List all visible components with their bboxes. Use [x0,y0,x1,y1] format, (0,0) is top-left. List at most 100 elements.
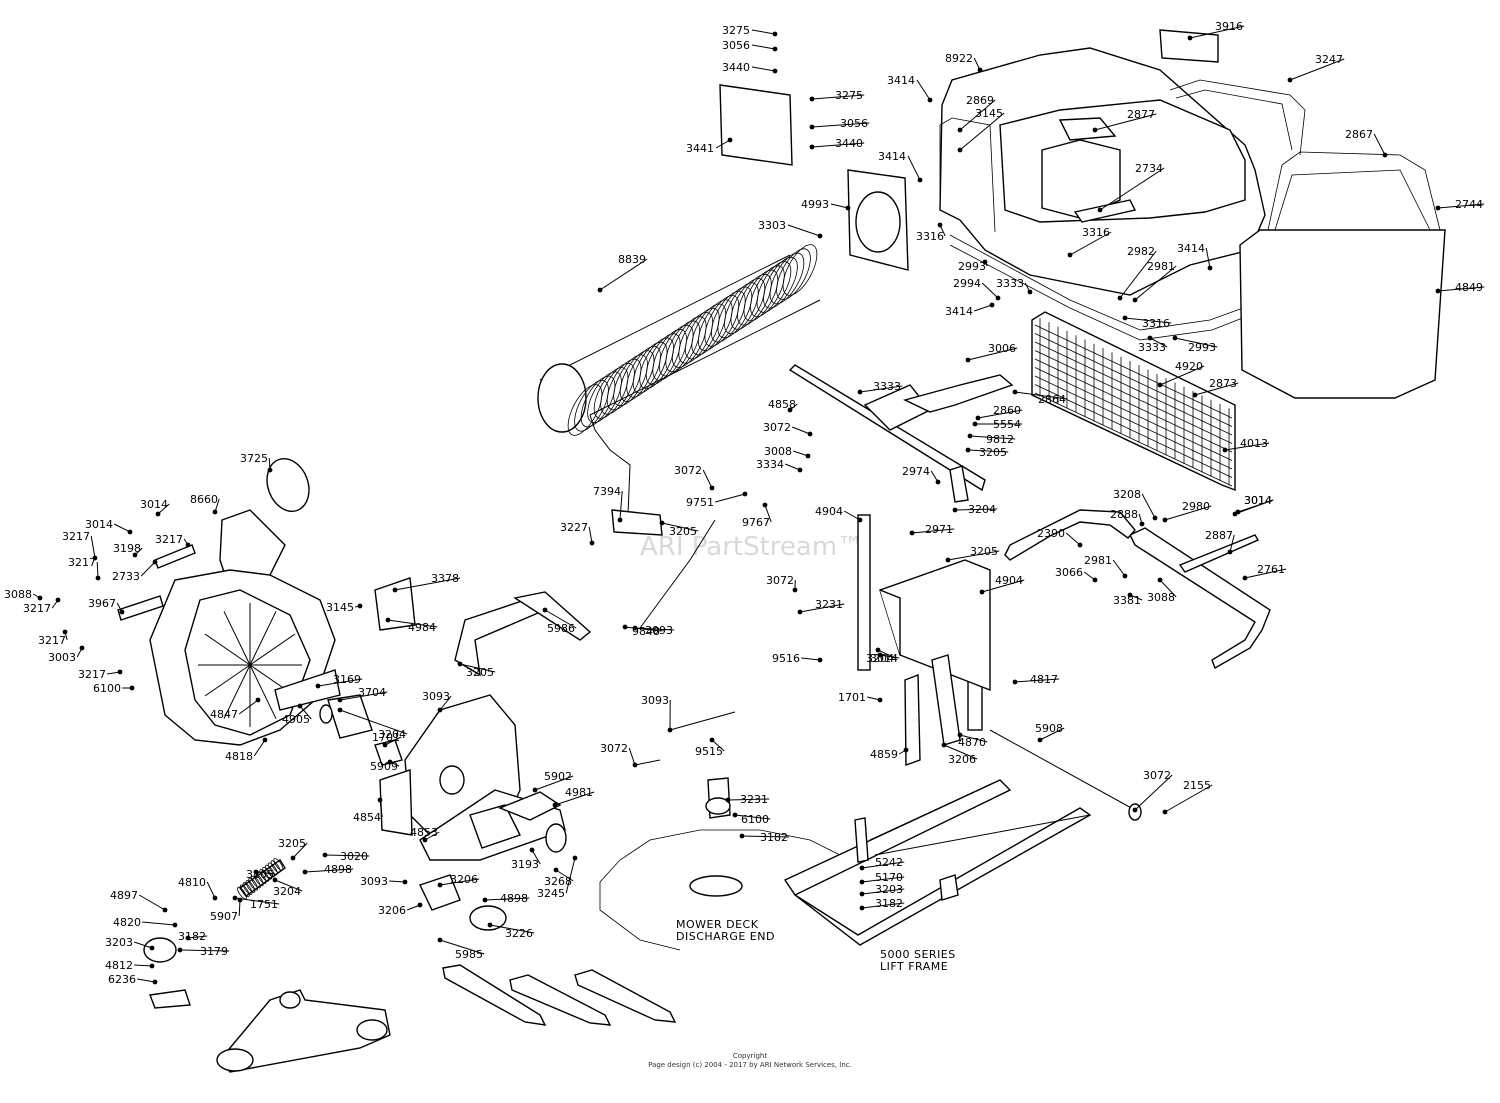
leader-line [179,949,230,952]
fastener-dot [437,937,443,943]
screen-mesh-line [1034,324,1233,419]
fastener-dot [1097,207,1103,213]
fastener-dot [37,595,43,601]
part-label-3275: 3275 [722,24,750,37]
fastener-dot [1122,573,1128,579]
spring-coil [267,862,278,876]
fastener-dot [487,922,493,928]
part-label-2980: 2980 [1182,500,1210,513]
leader-line [1014,678,1060,683]
fastener-dot [875,647,881,653]
leader-line [801,657,821,661]
part-label-4847: 4847 [210,708,238,721]
part-label-4904: 4904 [995,574,1023,587]
screen-mesh-line [1034,333,1233,427]
fastener-dot [927,97,933,103]
leader-line [324,854,370,857]
fastener-dot [272,877,278,883]
frame-posts-4904 [857,514,991,731]
spring-coil [265,864,275,878]
part-label-4993: 4993 [801,198,829,211]
part-label-4981: 4981 [565,786,593,799]
part-label-2982: 2982 [1127,245,1155,258]
part-label-3193: 3193 [511,858,539,871]
fastener-dot [957,127,963,133]
part-label-4812: 4812 [105,959,133,972]
fastener-dot [1227,549,1233,555]
fastener-dot [1077,542,1083,548]
impeller-blade [223,664,251,719]
leader-line [879,654,900,659]
fastener-dot [725,797,731,803]
fastener-dot [977,67,983,73]
leader-line [907,155,921,181]
part-label-3014: 3014 [1244,494,1272,507]
leader-line [1164,784,1213,813]
part-label-2971: 2971 [925,523,953,536]
fastener-dot [622,624,628,630]
fastener-dot [417,902,423,908]
leader-line [534,775,574,791]
leader-line [830,203,849,209]
leader-line [1229,534,1235,553]
fastener-dot [1222,447,1228,453]
fastener-dot [155,511,161,517]
part-label-5170: 5170 [875,871,903,884]
fastener-dot [1092,127,1098,133]
leader-line [624,626,662,632]
leader-line [1244,568,1287,579]
fastener-dot [632,762,638,768]
part-label-3020: 3020 [340,850,368,863]
hopper-adapter-plate-4993 [847,169,909,271]
part-label-2981: 2981 [1147,260,1175,273]
leader-line [861,861,905,869]
part-label-2869: 2869 [966,94,994,107]
screen-mesh-line [1034,341,1233,436]
part-label-4854: 4854 [353,811,381,824]
mower-deck-outline [599,777,841,951]
part-label-3316: 3316 [916,230,944,243]
part-label-3206: 3206 [948,753,976,766]
hose-rib [769,252,805,305]
screen-mesh-line [1034,358,1233,453]
part-label-3303: 3303 [758,219,786,232]
decal-2733 [154,544,196,569]
leader-line [90,535,96,559]
leader-line [96,561,99,579]
fastener-dot [632,625,638,631]
bracket-7394 [611,509,663,536]
fastener-dot [212,509,218,515]
fastener-dot [1172,335,1178,341]
fastener-dot [617,517,623,523]
part-label-6100: 6100 [741,813,769,826]
leader-line [234,897,280,905]
fastener-dot [967,433,973,439]
leader-line [554,791,595,806]
leader-line [134,941,153,949]
fastener-dot [172,922,178,928]
part-label-3203: 3203 [105,936,133,949]
part-label-3967: 3967 [88,597,116,610]
part-label-2390: 2390 [1037,527,1065,540]
leader-line [974,304,993,312]
fastener-dot [149,945,155,951]
part-label-5909: 5909 [370,760,398,773]
leader-line [811,142,865,148]
leader-line [954,508,998,511]
fastener-dot [1157,382,1163,388]
part-label-3217: 3217 [68,556,96,569]
fastener-dot [129,685,135,691]
leader-line [1224,442,1270,451]
leader-line [959,734,988,743]
leader-line [1194,382,1239,396]
part-label-3247: 3247 [1315,53,1343,66]
fastener-dot [1192,392,1198,398]
leader-line [711,739,725,752]
part-label-3088: 3088 [4,588,32,601]
fastener-dot [119,609,125,615]
fastener-dot [482,897,488,903]
part-label-3072: 3072 [600,742,628,755]
part-label-2993: 2993 [958,260,986,273]
part-label-2761: 2761 [1257,563,1285,576]
leader-line [531,849,541,865]
